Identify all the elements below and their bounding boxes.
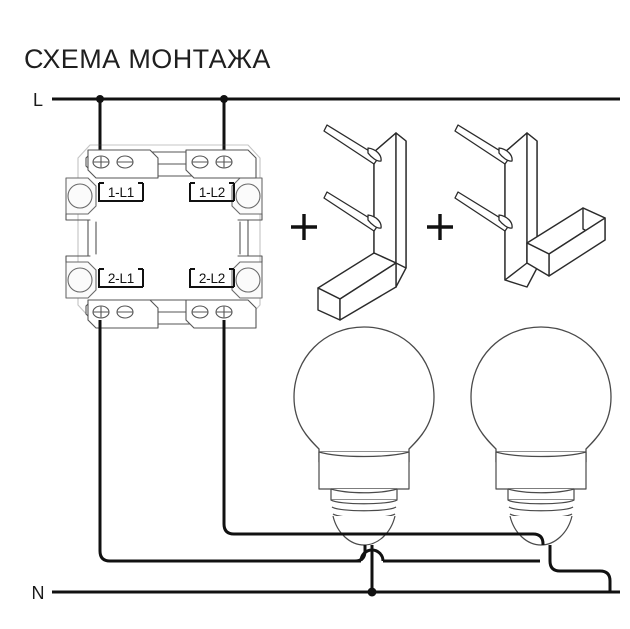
terminal-block: 1-L1 1-L2 2-L1 2-L2 <box>65 144 263 329</box>
bracket-left-pin-top <box>323 124 382 165</box>
terminal-label-1l1: 1-L1 <box>98 182 144 202</box>
screw-2l2-b <box>215 305 233 319</box>
screw-2l1-b <box>116 305 134 319</box>
frame-strut-left <box>87 219 97 257</box>
wire-lamp-right-to-n <box>548 545 612 592</box>
terminal-label-2l1: 2-L1 <box>98 268 144 288</box>
mount-claw-bottom-right <box>231 255 263 299</box>
screw-2l1-a <box>92 305 110 319</box>
frame-strut-right <box>239 219 249 257</box>
mounting-bracket-left <box>317 124 407 321</box>
neutral-rail-label: N <box>32 583 45 603</box>
mount-claw-bottom-left <box>65 255 97 299</box>
screw-1l1-a <box>92 155 110 169</box>
svg-text:1-L1: 1-L1 <box>108 185 134 200</box>
lamp-left <box>293 326 435 546</box>
svg-text:2-L1: 2-L1 <box>108 271 134 286</box>
terminal-bar-top <box>85 149 257 179</box>
terminal-bar-bottom <box>85 299 257 329</box>
lamp-right <box>470 326 612 546</box>
screw-1l2-a <box>191 155 209 169</box>
neutral-rail-group: N <box>32 583 620 603</box>
mount-claw-top-left <box>65 177 97 221</box>
bracket-right-pin-bottom <box>454 191 513 232</box>
junction-dot-1l1 <box>96 95 104 103</box>
mount-claw-top-right <box>231 177 263 221</box>
mounting-bracket-right <box>454 124 606 288</box>
svg-text:2-L2: 2-L2 <box>199 271 225 286</box>
plus-sign-2 <box>427 214 453 240</box>
page-title: СХЕМА МОНТАЖА <box>24 44 271 74</box>
bracket-right-pin-top <box>454 124 513 165</box>
plus-sign-1 <box>291 214 317 240</box>
wire-2l2-to-lamp-right <box>222 320 545 546</box>
wire-hop-crossing <box>110 548 540 563</box>
junction-dot-1l2 <box>220 95 228 103</box>
junction-dot-neutral <box>367 587 377 597</box>
terminal-label-1l2: 1-L2 <box>189 182 235 202</box>
live-rail-label: L <box>33 90 43 110</box>
terminal-label-2l2: 2-L2 <box>189 268 235 288</box>
screw-1l2-b <box>215 155 233 169</box>
svg-text:1-L2: 1-L2 <box>199 185 225 200</box>
screw-1l1-b <box>116 155 134 169</box>
screw-2l2-a <box>191 305 209 319</box>
bracket-left-pin-bottom <box>323 191 382 232</box>
